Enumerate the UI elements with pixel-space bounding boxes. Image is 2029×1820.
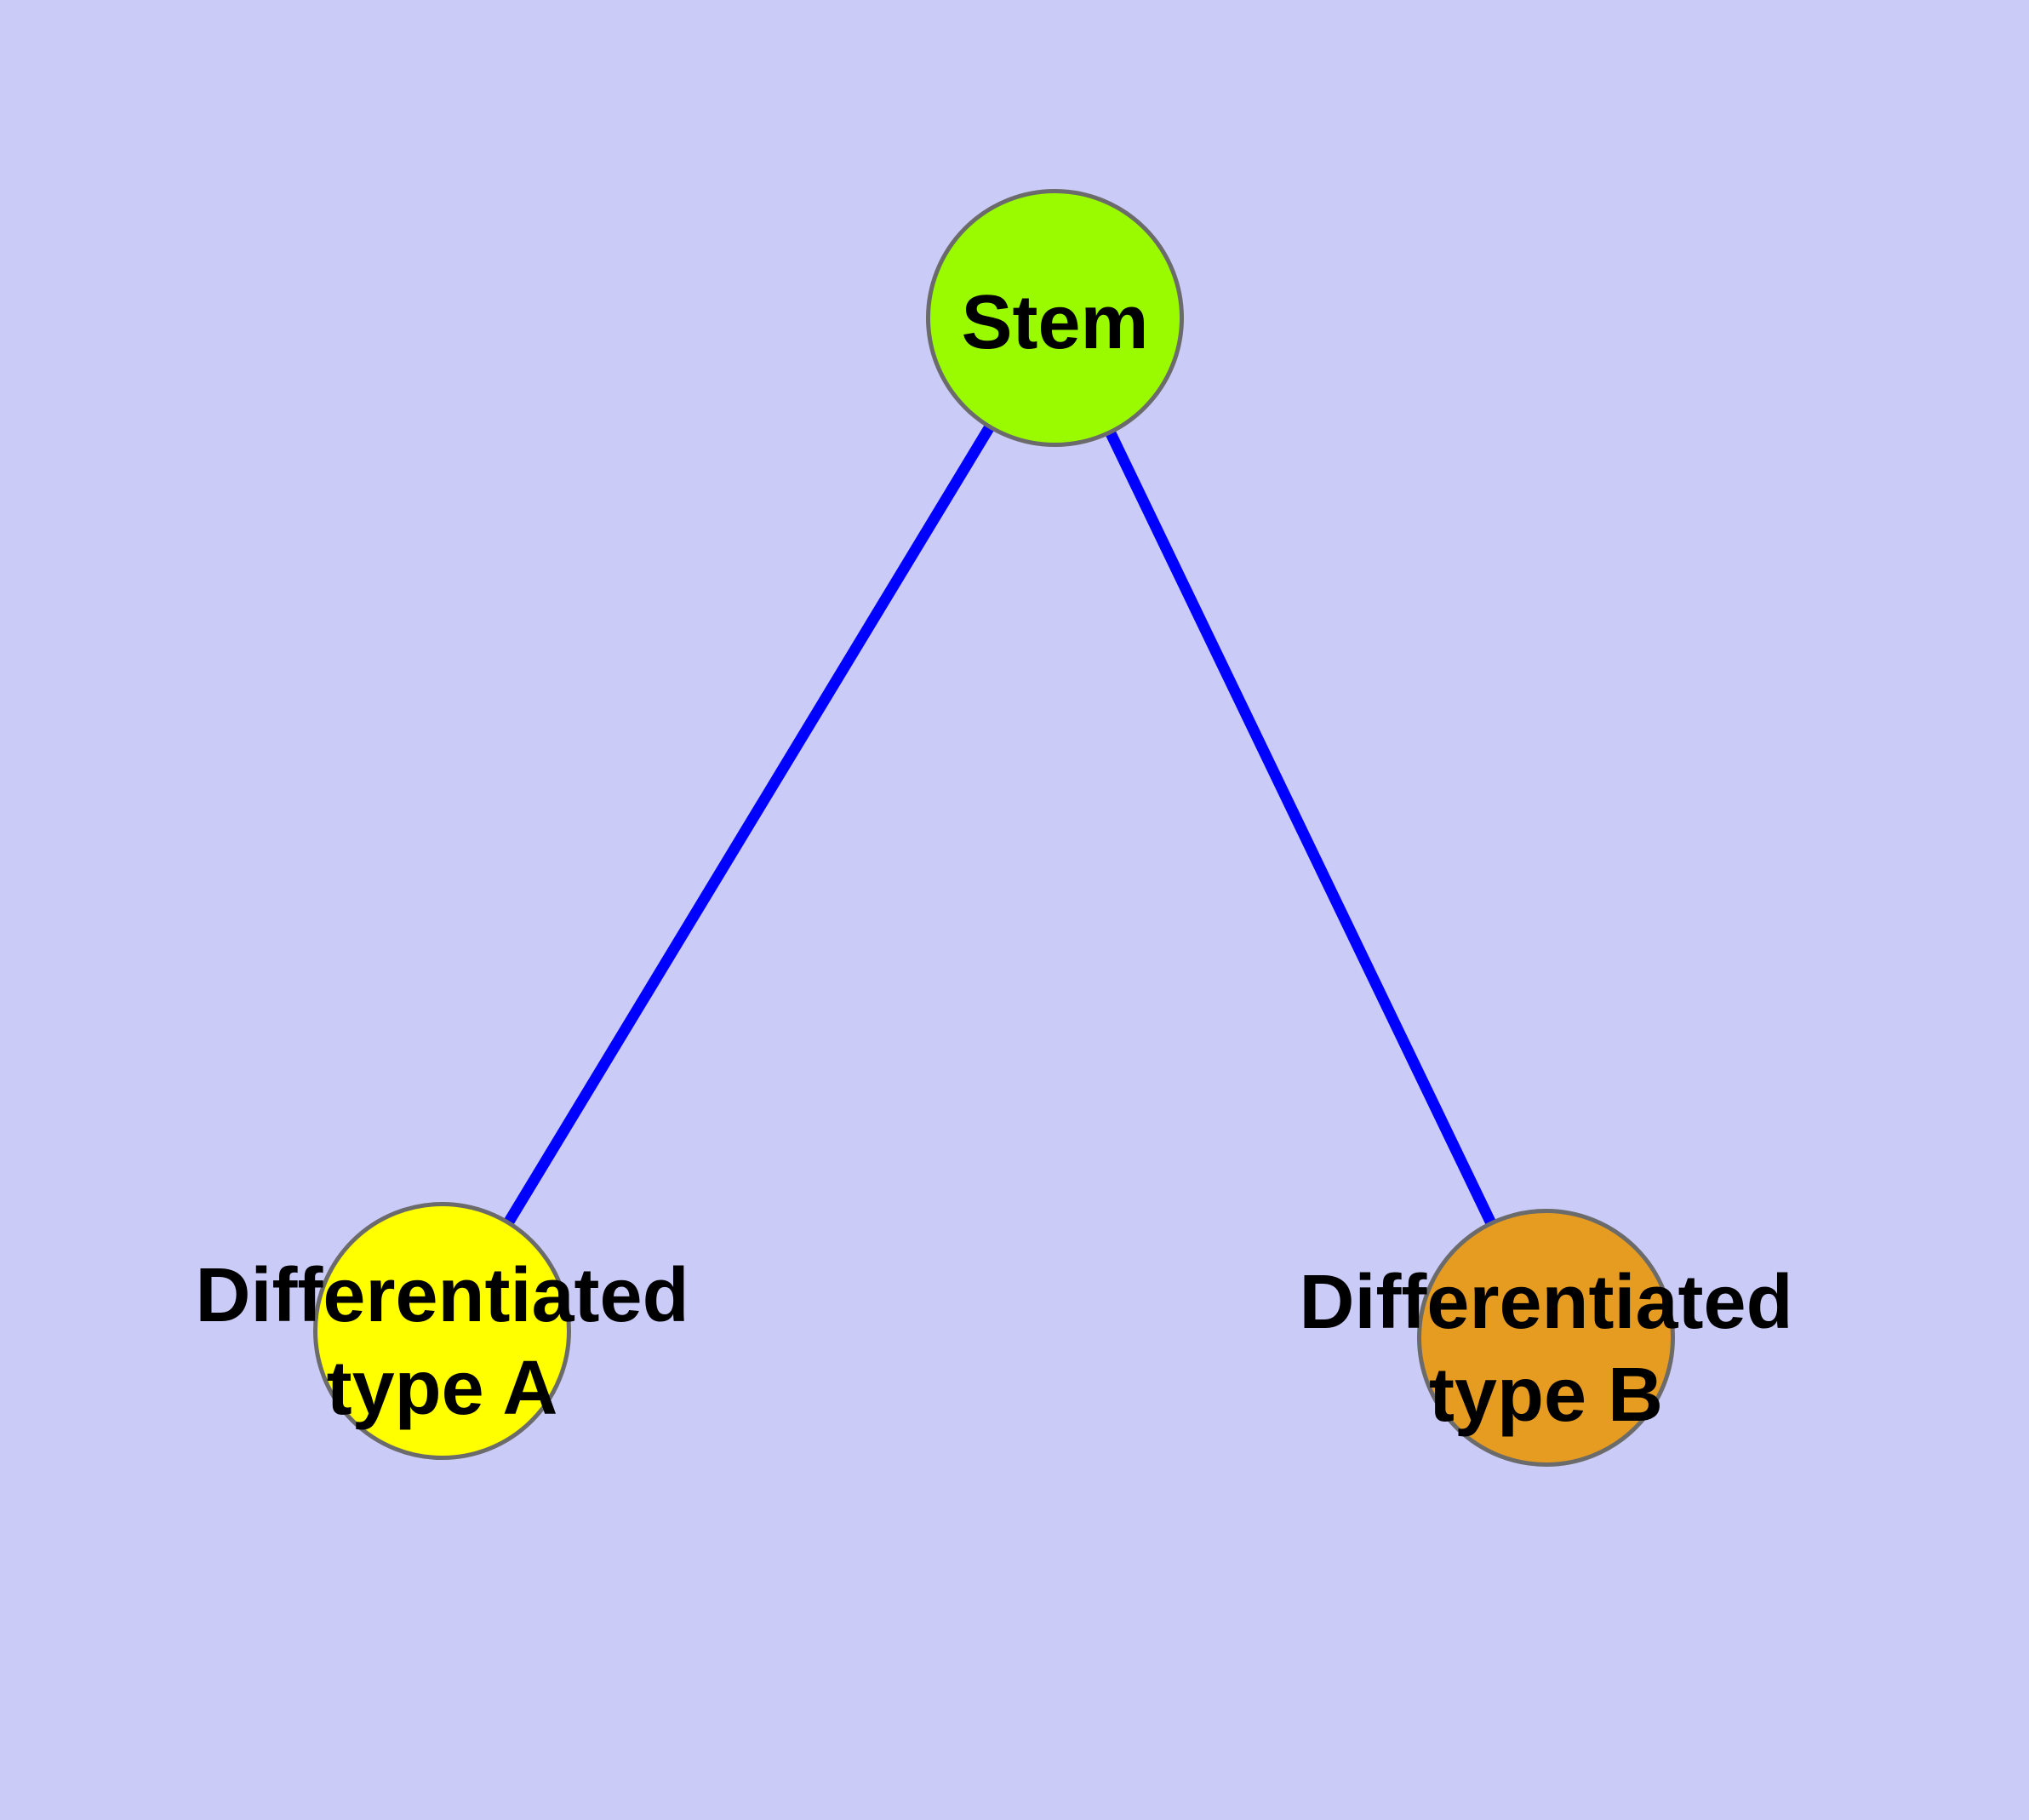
node-differentiated-type-b-label: Differentiated type B (1299, 1259, 1793, 1439)
node-differentiated-type-b: Differentiated type B (1299, 1209, 1793, 1467)
node-differentiated-type-a: Differentiated type A (195, 1202, 689, 1460)
node-stem: Stem (926, 189, 1184, 447)
node-stem-label: Stem (961, 279, 1149, 365)
node-differentiated-type-a-label: Differentiated type A (195, 1252, 689, 1432)
edge-stem-to-type-a (437, 315, 1060, 1335)
edge-stem-to-type-b (1050, 316, 1552, 1341)
